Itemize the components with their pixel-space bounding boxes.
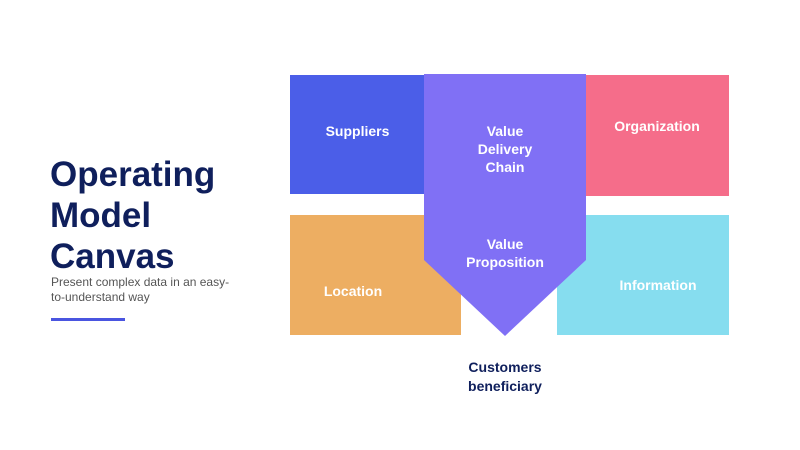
title-line: Model [50, 196, 152, 235]
vdc-line: Chain [485, 159, 525, 175]
organization-box: Organization [585, 75, 729, 196]
customers-label: Customers beneficiary [424, 358, 586, 396]
customers-line: beneficiary [468, 378, 542, 394]
suppliers-box: Suppliers [290, 75, 425, 194]
value-delivery-chain-label: Value Delivery Chain [424, 122, 586, 176]
vdc-line: Delivery [477, 141, 533, 157]
vp-line: Proposition [466, 254, 544, 270]
location-label: Location [323, 283, 383, 299]
vp-line: Value [486, 236, 524, 252]
subtitle: Present complex data in an easy- to-unde… [51, 275, 256, 305]
vdc-line: Value [486, 123, 524, 139]
organization-label: Organization [614, 118, 700, 134]
page-title: Operating Model Canvas [50, 154, 270, 277]
title-line: Operating [50, 155, 216, 194]
value-proposition-label: Value Proposition [424, 235, 586, 271]
value-arrow-polygon [424, 74, 586, 336]
title-line: Canvas [50, 237, 175, 276]
accent-divider [51, 318, 125, 321]
information-label: Information [619, 277, 697, 293]
customers-line: Customers [468, 359, 542, 375]
subtitle-line: Present complex data in an easy- [51, 275, 230, 289]
value-arrow-shape [424, 74, 586, 336]
suppliers-label: Suppliers [325, 123, 390, 139]
subtitle-line: to-understand way [51, 290, 150, 304]
